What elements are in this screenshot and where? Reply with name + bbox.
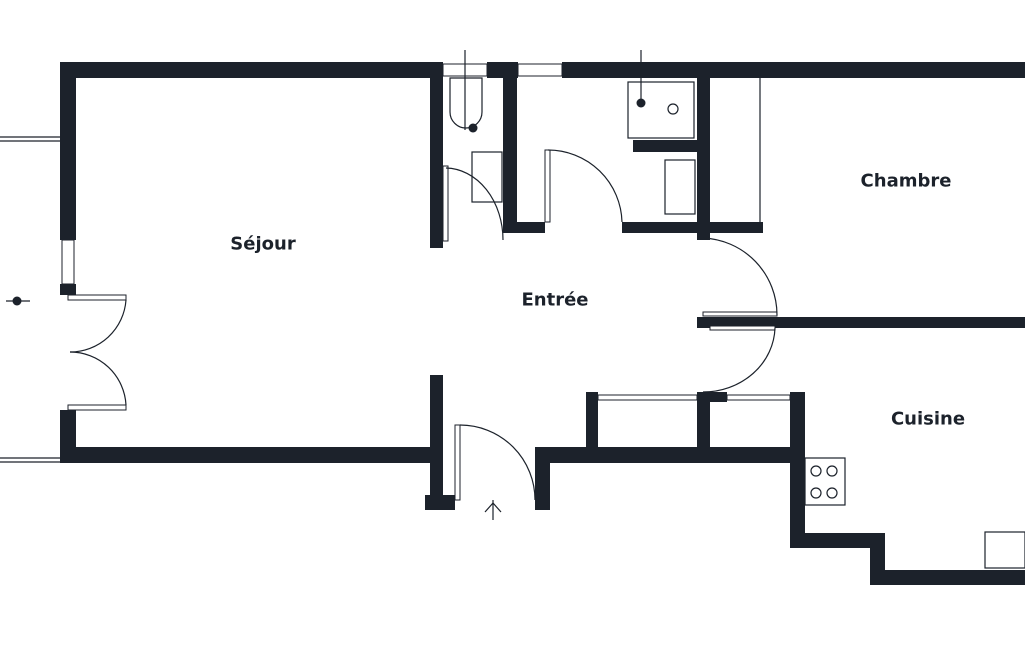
drain-icon: [468, 123, 478, 133]
stove-icon: [804, 457, 846, 506]
room-label-sejour: Séjour: [230, 233, 296, 255]
fixtures: [6, 77, 1025, 569]
walls: [60, 62, 1025, 585]
sink-icon: [984, 531, 1025, 569]
toilet-icon: [449, 77, 483, 129]
room-label-cuisine: Cuisine: [890, 408, 966, 430]
windows: [0, 50, 791, 463]
room-label-entree: Entrée: [521, 289, 589, 311]
doors: [67, 149, 778, 520]
room-label-chambre: Chambre: [860, 170, 952, 192]
